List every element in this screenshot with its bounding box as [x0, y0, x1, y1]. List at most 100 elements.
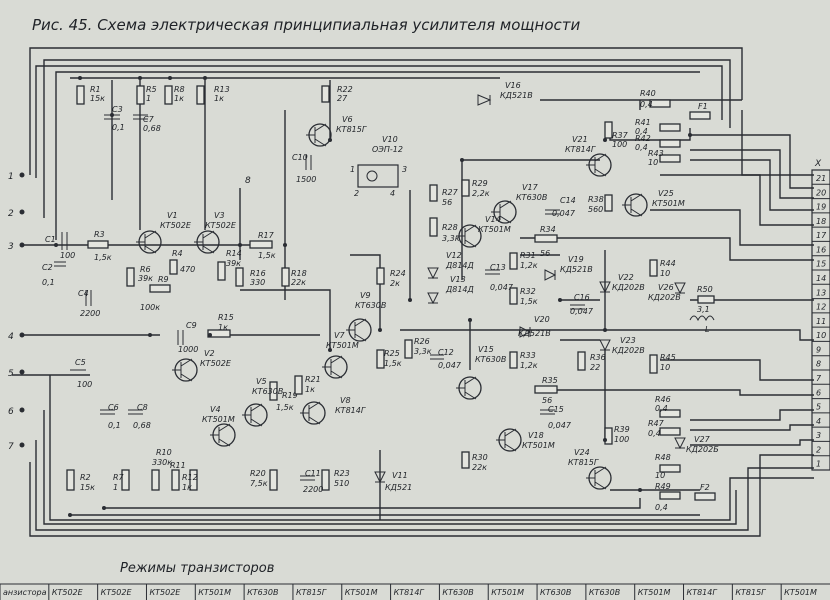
svg-text:0,68: 0,68	[133, 421, 151, 430]
fuse-f1: F1	[698, 102, 708, 111]
c5-label: C5	[75, 358, 86, 367]
svg-text:3,3к: 3,3к	[442, 234, 460, 243]
junction-dot	[603, 328, 607, 332]
r50-label: R50	[697, 285, 713, 294]
c11-label: C11	[305, 469, 321, 478]
svg-text:10: 10	[648, 158, 658, 167]
diagram-title: Рис. 45. Схема электрическая принципиаль…	[32, 16, 581, 34]
svg-text:Д814Д: Д814Д	[445, 285, 474, 294]
svg-text:0,4: 0,4	[635, 127, 648, 136]
svg-text:3,1: 3,1	[697, 305, 710, 314]
svg-text:1к: 1к	[218, 323, 228, 332]
r1-label: R1	[90, 85, 101, 94]
svg-text:0,1: 0,1	[108, 421, 121, 430]
fuse-f2: F2	[700, 483, 710, 492]
svg-text:V13: V13	[450, 275, 466, 284]
svg-text:1,5к: 1,5к	[94, 253, 112, 262]
node-8-label: 8	[245, 176, 251, 186]
r43-label: R43	[648, 149, 664, 158]
svg-text:2к: 2к	[390, 279, 400, 288]
c3-label: C3	[112, 105, 123, 114]
junction-dot	[328, 138, 332, 142]
c15-label: C15	[548, 405, 564, 414]
svg-text:ОЭП-12: ОЭП-12	[372, 145, 403, 154]
svg-text:10: 10	[660, 269, 670, 278]
junction-dot	[138, 76, 142, 80]
input-terminal-4	[19, 332, 25, 338]
input-terminal-3	[19, 242, 25, 248]
c6-label: C6	[108, 403, 119, 412]
table-header-cell: КТ502Е	[52, 588, 84, 597]
svg-text:КД202В: КД202В	[648, 293, 681, 302]
input-label-1: 1	[8, 172, 14, 182]
table-header-cell: КТ501М	[491, 588, 524, 597]
svg-text:КТ814Г: КТ814Г	[565, 145, 596, 154]
r2-label: R2	[80, 473, 91, 482]
c13-label: C13	[490, 263, 506, 272]
svg-text:V11: V11	[392, 471, 408, 480]
svg-text:470: 470	[180, 265, 195, 274]
svg-text:L: L	[705, 325, 709, 334]
svg-text:V23: V23	[620, 336, 636, 345]
r25-label: R25	[384, 349, 400, 358]
svg-text:КТ630В: КТ630В	[516, 193, 547, 202]
svg-text:КТ630В: КТ630В	[355, 301, 386, 310]
table-header-cell: КТ630В	[589, 588, 620, 597]
r3-label: R3	[94, 230, 105, 239]
svg-text:V25: V25	[658, 189, 674, 198]
junction-dot	[468, 318, 472, 322]
svg-text:22к: 22к	[291, 278, 306, 287]
svg-text:V22: V22	[618, 273, 634, 282]
svg-text:1: 1	[350, 165, 355, 174]
svg-text:330к: 330к	[152, 458, 172, 467]
r10-label: R10	[156, 448, 172, 457]
connector-pin-7: 7	[816, 374, 822, 383]
junction-dot	[558, 298, 562, 302]
svg-text:V10: V10	[382, 135, 398, 144]
svg-text:100: 100	[614, 435, 629, 444]
input-terminal-2	[19, 209, 25, 215]
r40-label: R40	[640, 89, 656, 98]
r44-label: R44	[660, 259, 676, 268]
r6-label: R6	[140, 265, 151, 274]
svg-text:56: 56	[540, 249, 550, 258]
svg-text:V2: V2	[204, 349, 215, 358]
junction-dot	[328, 348, 332, 352]
svg-text:0,4: 0,4	[655, 404, 668, 413]
connector-pin-13: 13	[816, 288, 826, 297]
svg-text:V27: V27	[694, 435, 711, 444]
svg-text:V1: V1	[167, 211, 178, 220]
r11-label: R11	[170, 461, 186, 470]
junction-dot	[603, 138, 607, 142]
svg-text:0,047: 0,047	[438, 361, 462, 370]
svg-text:1,5к: 1,5к	[258, 251, 276, 260]
svg-text:3: 3	[402, 165, 407, 174]
svg-text:КТ501М: КТ501М	[478, 225, 511, 234]
r18-label: R18	[291, 269, 307, 278]
connector-pin-1: 1	[816, 460, 821, 469]
junction-dot	[68, 513, 72, 517]
r31-label: R31	[520, 251, 536, 260]
junction-dot	[378, 328, 382, 332]
svg-text:15к: 15к	[80, 483, 95, 492]
svg-text:V6: V6	[342, 115, 353, 124]
svg-text:V16: V16	[505, 81, 521, 90]
connector-pin-5: 5	[816, 403, 821, 412]
r9-label: R9	[158, 275, 169, 284]
svg-text:КД521В: КД521В	[500, 91, 533, 100]
junction-dot	[208, 333, 212, 337]
optocoupler-v10: V10 ОЭП-12 1 2 3 4	[350, 135, 407, 198]
table-header-cell: КТ815Г	[296, 588, 327, 597]
r41-label: R41	[635, 118, 651, 127]
